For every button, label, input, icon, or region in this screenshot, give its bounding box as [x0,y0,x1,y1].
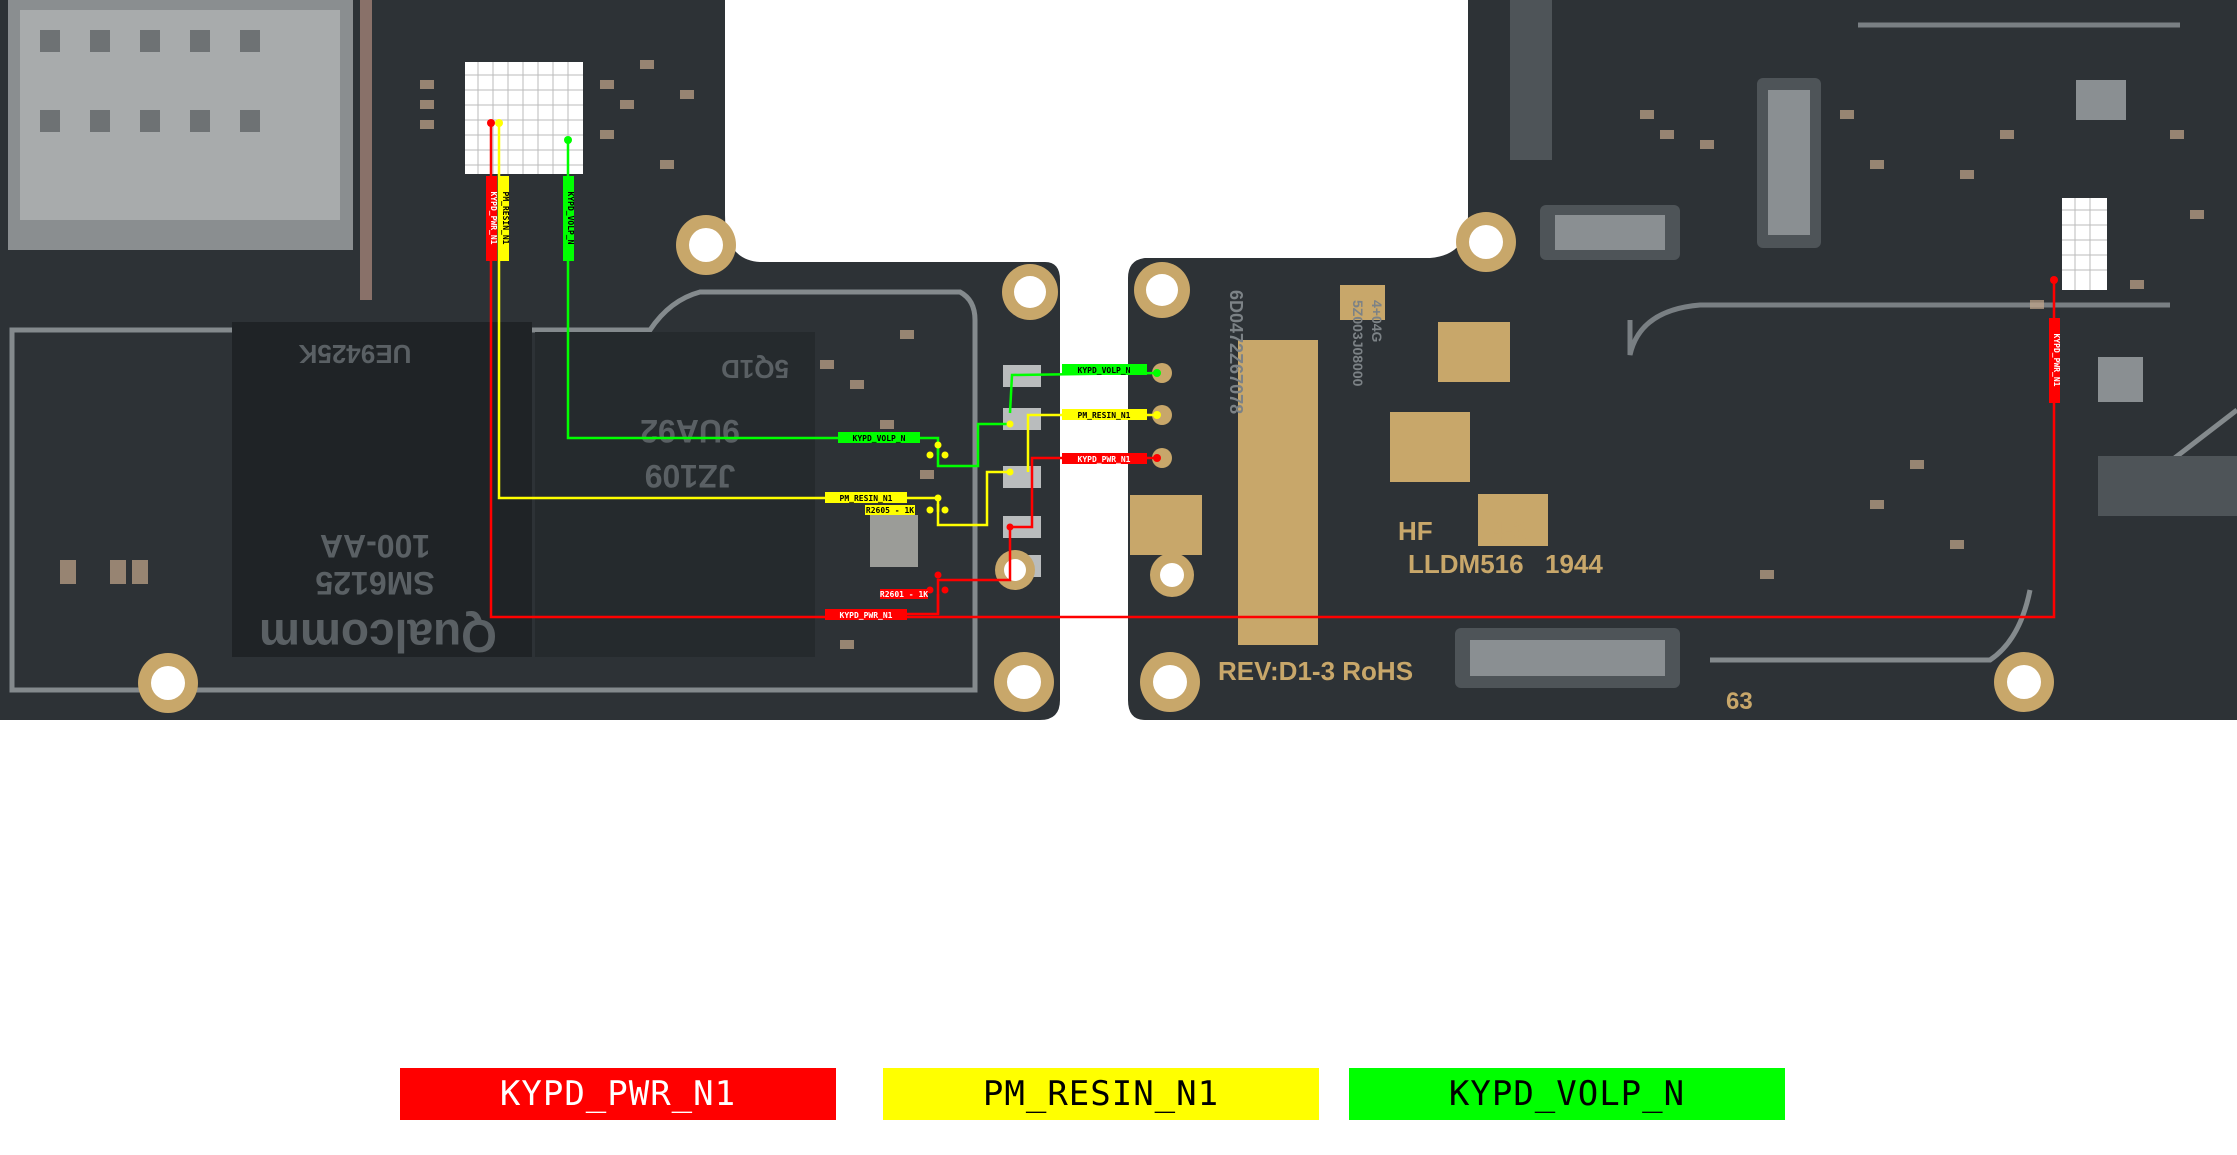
memory-text-1: 5Q1D [721,354,789,384]
chip-code-text: UE9425K [298,339,411,369]
crystal [870,515,918,567]
flex-connector-left [1510,0,1552,160]
qualcomm-logo-text: Qualcomm [259,610,497,662]
label-pwr-vertical: KYPD_PWR_N1 [489,192,498,245]
year-code-text: 1944 [1545,549,1603,579]
flex-connector-vertical [1757,78,1821,248]
label-resin-vertical: PM_RESIN_N1 [501,192,510,245]
left-board: Qualcomm SM6125 100-AA UE9425K 5Q1D 9UA9… [0,0,1060,720]
flex-connector-bottom [1455,628,1680,688]
pmic-pad-grid [465,62,583,174]
lldm-text: LLDM516 [1408,549,1524,579]
bga-pad-grid-right [2062,198,2107,290]
serial-text: 6D0472Z67078 [1226,290,1246,414]
label-volp-vertical: KYPD_VOLP_N [566,192,575,245]
date-code-text: 5Z003J08000 [1350,300,1366,387]
label-resin-left: PM_RESIN_N1 [840,494,893,503]
side-code-text: 4+04G [1369,300,1385,343]
label-pwr-left: KYPD_PWR_N1 [840,611,893,620]
trace-endpoints [487,119,2058,594]
revision-text: REV:D1-3 RoHS [1218,656,1413,686]
copper-plate [1130,285,1548,645]
hf-text: HF [1398,516,1433,546]
legend-pm-resin: PM_RESIN_N1 [883,1068,1319,1120]
chip-variant-text: 100-AA [320,528,430,564]
flex-connector-right [2098,456,2237,516]
legend-kypd-pwr-label: KYPD_PWR_N1 [499,1074,737,1114]
signal-labels: KYPD_VOLP_N PM_RESIN_N1 KYPD_PWR_N1 KYPD… [486,176,2061,620]
label-volp-left: KYPD_VOLP_N [853,434,906,443]
board-number-text: 63 [1726,688,1753,715]
legend-pm-resin-label: PM_RESIN_N1 [982,1074,1220,1114]
memory-text-2: 9UA92 [640,413,740,449]
label-resistor-pwr: R2601 - 1K [880,590,928,599]
chip-model-text: SM6125 [315,565,434,601]
memory-text-3: JZ109 [645,458,736,494]
label-resin-right: PM_RESIN_N1 [1078,411,1131,420]
mounting-holes-right [1134,212,2054,712]
legend-kypd-volp-label: KYPD_VOLP_N [1448,1074,1686,1114]
right-board: REV:D1-3 RoHS HF 4-3 LLDM516 1944 63 6D0… [1128,0,2237,720]
label-pwr-right: KYPD_PWR_N1 [1078,455,1131,464]
button-pads-right [1152,363,1172,468]
label-resistor-resin: R2605 - 1K [866,506,914,515]
soc-chip [232,322,532,657]
legend-kypd-pwr: KYPD_PWR_N1 [400,1068,836,1120]
legend-kypd-volp: KYPD_VOLP_N [1349,1068,1785,1120]
hf-revision-text: 4-3 [1490,516,1528,546]
memory-chip [535,332,815,657]
mounting-holes-left [138,215,1058,713]
label-pwr-vertical-right: KYPD_PWR_N1 [2052,334,2061,387]
flex-connector-top [1540,205,1680,260]
label-volp-right: KYPD_VOLP_N [1078,366,1131,375]
